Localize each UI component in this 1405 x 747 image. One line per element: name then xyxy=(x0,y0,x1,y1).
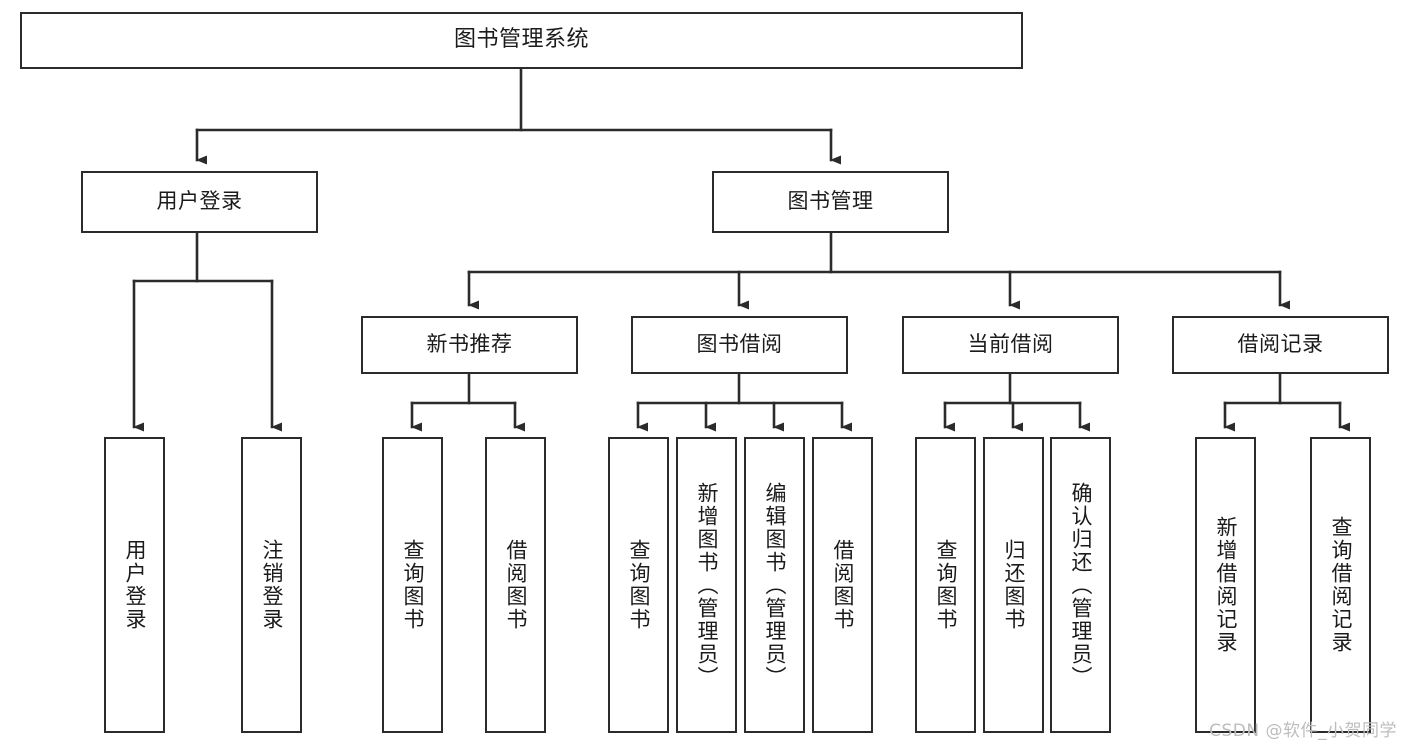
node-user-login[interactable]: 用户登录 xyxy=(81,171,318,233)
node-new-book-recommend[interactable]: 新书推荐 xyxy=(361,316,578,374)
leaf-rc-add-record-label: 新增借阅记录 xyxy=(1214,516,1238,654)
leaf-logout[interactable]: 注销登录 xyxy=(241,437,302,733)
node-borrow-records[interactable]: 借阅记录 xyxy=(1172,316,1389,374)
leaf-bw-query-book-label: 查询图书 xyxy=(627,539,651,631)
node-current-borrow[interactable]: 当前借阅 xyxy=(902,316,1119,374)
leaf-rc-query-record-label: 查询借阅记录 xyxy=(1329,516,1353,654)
leaf-bw-query-book[interactable]: 查询图书 xyxy=(608,437,669,733)
leaf-rc-add-record[interactable]: 新增借阅记录 xyxy=(1195,437,1256,733)
leaf-bw-borrow-book[interactable]: 借阅图书 xyxy=(812,437,873,733)
node-user-login-label: 用户登录 xyxy=(156,189,243,214)
leaf-nb-borrow-book[interactable]: 借阅图书 xyxy=(485,437,546,733)
leaf-bw-borrow-book-label: 借阅图书 xyxy=(831,539,855,631)
node-book-management-label: 图书管理 xyxy=(787,189,874,214)
leaf-bw-edit-book-label: 编辑图书（管理员） xyxy=(763,481,787,689)
node-book-borrow[interactable]: 图书借阅 xyxy=(631,316,848,374)
node-current-borrow-label: 当前借阅 xyxy=(967,332,1054,357)
node-borrow-records-label: 借阅记录 xyxy=(1237,332,1324,357)
leaf-cb-confirm-return-label: 确认归还（管理员） xyxy=(1069,481,1093,689)
leaf-cb-return-book[interactable]: 归还图书 xyxy=(983,437,1044,733)
leaf-rc-query-record[interactable]: 查询借阅记录 xyxy=(1310,437,1371,733)
leaf-cb-return-book-label: 归还图书 xyxy=(1002,539,1026,631)
leaf-nb-borrow-book-label: 借阅图书 xyxy=(504,539,528,631)
leaf-bw-add-book[interactable]: 新增图书（管理员） xyxy=(676,437,737,733)
leaf-bw-edit-book[interactable]: 编辑图书（管理员） xyxy=(744,437,805,733)
node-root-system[interactable]: 图书管理系统 xyxy=(20,12,1023,69)
node-root-system-label: 图书管理系统 xyxy=(453,27,589,53)
leaf-cb-query-book[interactable]: 查询图书 xyxy=(915,437,976,733)
node-new-book-recommend-label: 新书推荐 xyxy=(426,332,513,357)
leaf-nb-query-book-label: 查询图书 xyxy=(401,539,425,631)
leaf-cb-query-book-label: 查询图书 xyxy=(934,539,958,631)
leaf-nb-query-book[interactable]: 查询图书 xyxy=(382,437,443,733)
leaf-logout-label: 注销登录 xyxy=(260,539,284,631)
node-book-management[interactable]: 图书管理 xyxy=(712,171,949,233)
leaf-cb-confirm-return[interactable]: 确认归还（管理员） xyxy=(1050,437,1111,733)
leaf-user-login[interactable]: 用户登录 xyxy=(104,437,165,733)
leaf-user-login-label: 用户登录 xyxy=(123,539,147,631)
leaf-bw-add-book-label: 新增图书（管理员） xyxy=(695,481,719,689)
node-book-borrow-label: 图书借阅 xyxy=(696,332,783,357)
